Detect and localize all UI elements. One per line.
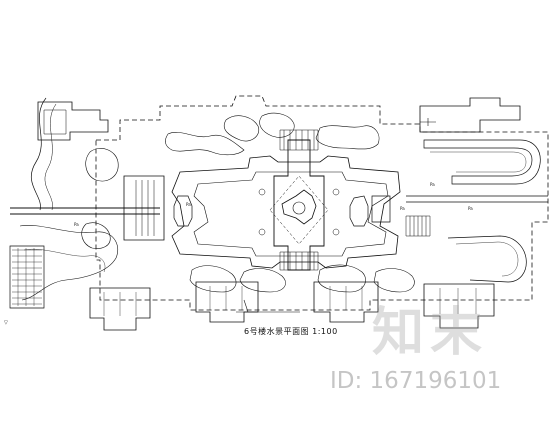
tree-marker (332, 188, 340, 196)
north-stair (279, 129, 319, 151)
plan-annotation: Pa (400, 206, 405, 211)
water-channel-east-inner (430, 151, 527, 173)
west-planter-2 (81, 222, 111, 249)
building-south-4 (423, 283, 495, 329)
tree-marker (332, 228, 340, 236)
east-pavilion (371, 195, 391, 223)
leader-line (236, 299, 300, 313)
main-axis-road-right (406, 195, 548, 203)
west-planter (85, 148, 119, 182)
main-axis-road (10, 207, 160, 215)
building-south-1 (89, 287, 151, 331)
building-southwest (9, 245, 45, 309)
building-south-3 (313, 281, 379, 323)
plan-annotation: Pa (186, 202, 191, 207)
plan-annotation: Pa (430, 182, 435, 187)
tree-marker (258, 228, 266, 236)
west-sculpture (173, 195, 193, 227)
central-plaza-outer (171, 155, 401, 269)
section-marker-north (420, 118, 436, 126)
hatch-southwest (12, 248, 42, 306)
west-lawn-2 (23, 249, 106, 273)
plan-annotation: Pa (74, 222, 79, 227)
east-stair (405, 215, 431, 237)
central-fountain (281, 189, 317, 225)
planting-bed-south-1 (189, 265, 237, 293)
water-channel-top-left (165, 132, 245, 156)
central-plaza-inner (193, 171, 389, 257)
water-channel-east (423, 139, 541, 185)
west-lawn (19, 224, 118, 301)
building-top-right (419, 97, 521, 133)
building-south-2 (195, 281, 259, 323)
west-entry-steps (135, 180, 155, 236)
building-top-left (37, 101, 109, 141)
watermark-logo: 知末 (372, 303, 489, 363)
building-top-left-inner (43, 109, 67, 135)
corner-mark: ▽ (4, 320, 8, 326)
watermark-id: ID: 167196101 (330, 368, 502, 394)
fountain-core (292, 201, 306, 215)
water-channel-southeast (447, 235, 527, 283)
plan-annotation: Pa (468, 206, 473, 211)
building-south-rooms (103, 286, 477, 316)
west-landscape-edge-2 (44, 103, 57, 211)
drawing-caption: 6号楼水景平面图 1:100 (244, 327, 338, 336)
water-channel-southeast-inner (455, 241, 519, 277)
central-fountain-axis (273, 139, 325, 271)
planting-bed-south-2 (239, 268, 286, 293)
planting-bed-south-3 (317, 264, 366, 293)
west-landscape-edge (30, 97, 47, 211)
south-stair (279, 251, 319, 271)
planting-bed-south-4 (373, 268, 415, 293)
tree-marker (258, 188, 266, 196)
west-entry-plaza (123, 175, 165, 241)
fountain-diamond (269, 175, 329, 245)
site-boundary (95, 95, 549, 311)
east-sculpture (349, 195, 369, 227)
planter-top-center (223, 115, 260, 142)
planter-top-center-2 (259, 112, 295, 138)
water-channel-top-right (315, 125, 380, 150)
